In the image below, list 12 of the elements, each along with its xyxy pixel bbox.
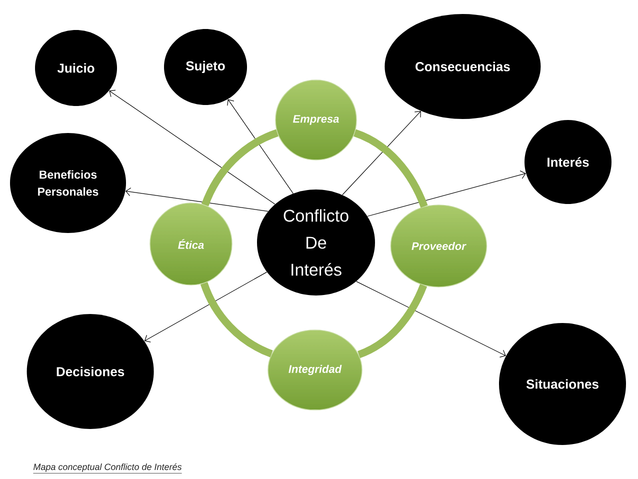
arrow bbox=[367, 170, 526, 217]
ring-arc bbox=[353, 129, 428, 208]
arrow bbox=[144, 272, 268, 342]
ring-arc bbox=[200, 282, 273, 358]
arrow bbox=[356, 281, 506, 358]
arrow bbox=[342, 111, 421, 196]
caption: Mapa conceptual Conflicto de Interés bbox=[33, 463, 182, 474]
ring-arc bbox=[202, 129, 279, 206]
ring-arc bbox=[357, 284, 428, 358]
arrow bbox=[109, 90, 276, 204]
arrow bbox=[125, 188, 268, 212]
arrow bbox=[227, 99, 294, 194]
